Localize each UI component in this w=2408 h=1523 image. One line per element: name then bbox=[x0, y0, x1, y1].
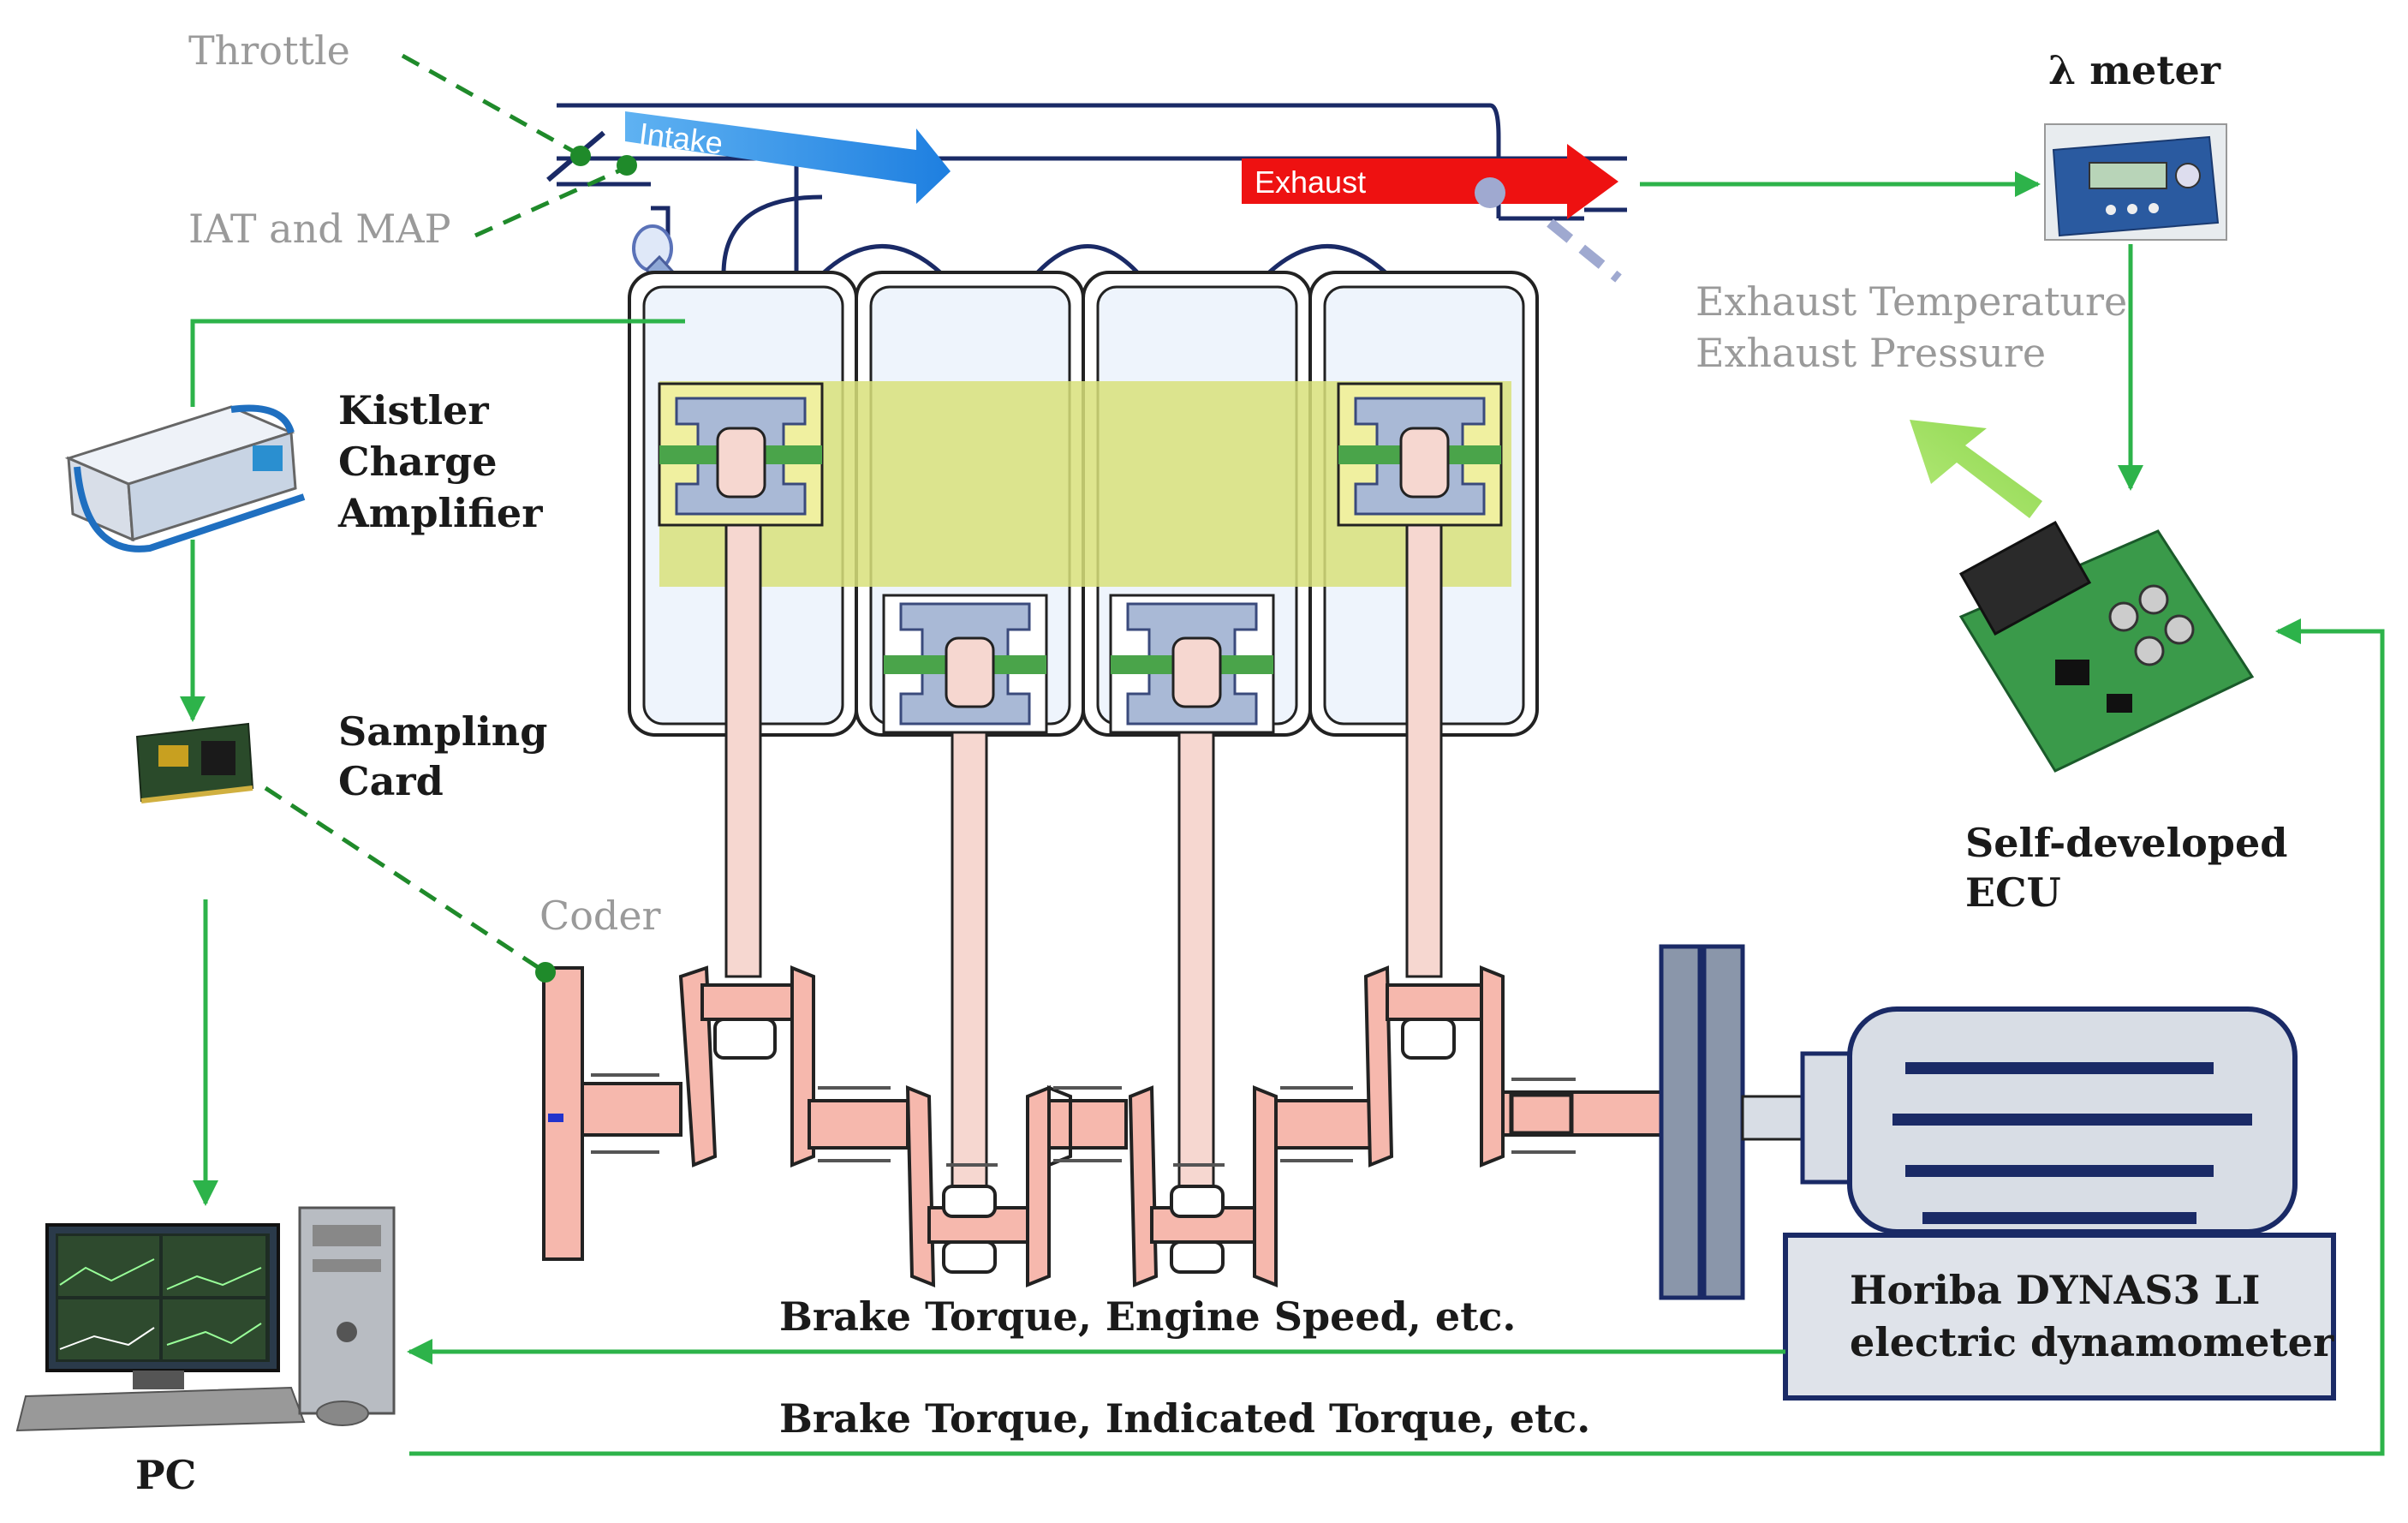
dyno-base bbox=[1783, 1233, 2336, 1401]
signal-lines bbox=[180, 171, 2385, 1456]
exhaust-sensor bbox=[1475, 177, 1622, 283]
kistler-label-line2: Charge bbox=[338, 439, 498, 485]
signal-label-bottom: Brake Torque, Indicated Torque, etc. bbox=[779, 1395, 1590, 1442]
exhaust-pressure-label: Exhaust Pressure bbox=[1696, 330, 2046, 376]
piston-4 bbox=[1337, 382, 1503, 527]
piston-2 bbox=[882, 594, 1048, 734]
sampling-card-label-line1: Sampling bbox=[338, 708, 547, 755]
exhaust-arrow: Exhaust bbox=[1242, 144, 1618, 219]
ecu-label-line2: ECU bbox=[1965, 869, 2061, 916]
coder-label: Coder bbox=[539, 893, 661, 939]
pistons bbox=[658, 382, 1503, 734]
lambda-meter-label: λ meter bbox=[2048, 47, 2221, 93]
dynamometer-machine bbox=[1659, 944, 2336, 1401]
lambda-meter-device bbox=[2044, 123, 2227, 241]
sampling-card bbox=[135, 722, 254, 803]
ecu-label-line1: Self-developed bbox=[1965, 820, 2287, 866]
piston-1 bbox=[658, 382, 824, 527]
pc-label: PC bbox=[135, 1452, 196, 1498]
ecu-control-arrow bbox=[1910, 420, 2042, 518]
intake-label: Intake bbox=[637, 116, 724, 161]
exhaust-label: Exhaust bbox=[1255, 164, 1366, 200]
kistler-label-line3: Amplifier bbox=[337, 490, 543, 536]
coder-sensor-dot bbox=[535, 962, 556, 982]
iat-map-label: IAT and MAP bbox=[188, 206, 451, 252]
throttle-label: Throttle bbox=[188, 27, 350, 74]
kistler-amplifier bbox=[64, 404, 306, 552]
connecting-rods bbox=[724, 512, 1443, 1201]
pc-computer bbox=[15, 1206, 396, 1432]
piston-3 bbox=[1109, 594, 1275, 734]
kistler-label-line1: Kistler bbox=[338, 387, 489, 433]
ecu-board bbox=[1958, 520, 2255, 773]
throttle-valve bbox=[401, 53, 637, 238]
bearing-marks bbox=[591, 1073, 1576, 1167]
coder-signal bbox=[264, 785, 547, 975]
exhaust-temperature-label: Exhaust Temperature bbox=[1696, 278, 2127, 325]
crankshaft bbox=[542, 965, 1672, 1287]
dyno-label-line2: electric dynamometer bbox=[1850, 1319, 2334, 1365]
coder-mark bbox=[548, 1114, 563, 1122]
dyno-label-line1: Horiba DYNAS3 LI bbox=[1850, 1267, 2260, 1313]
sampling-card-label-line2: Card bbox=[338, 758, 444, 804]
signal-label-top: Brake Torque, Engine Speed, etc. bbox=[779, 1293, 1516, 1340]
